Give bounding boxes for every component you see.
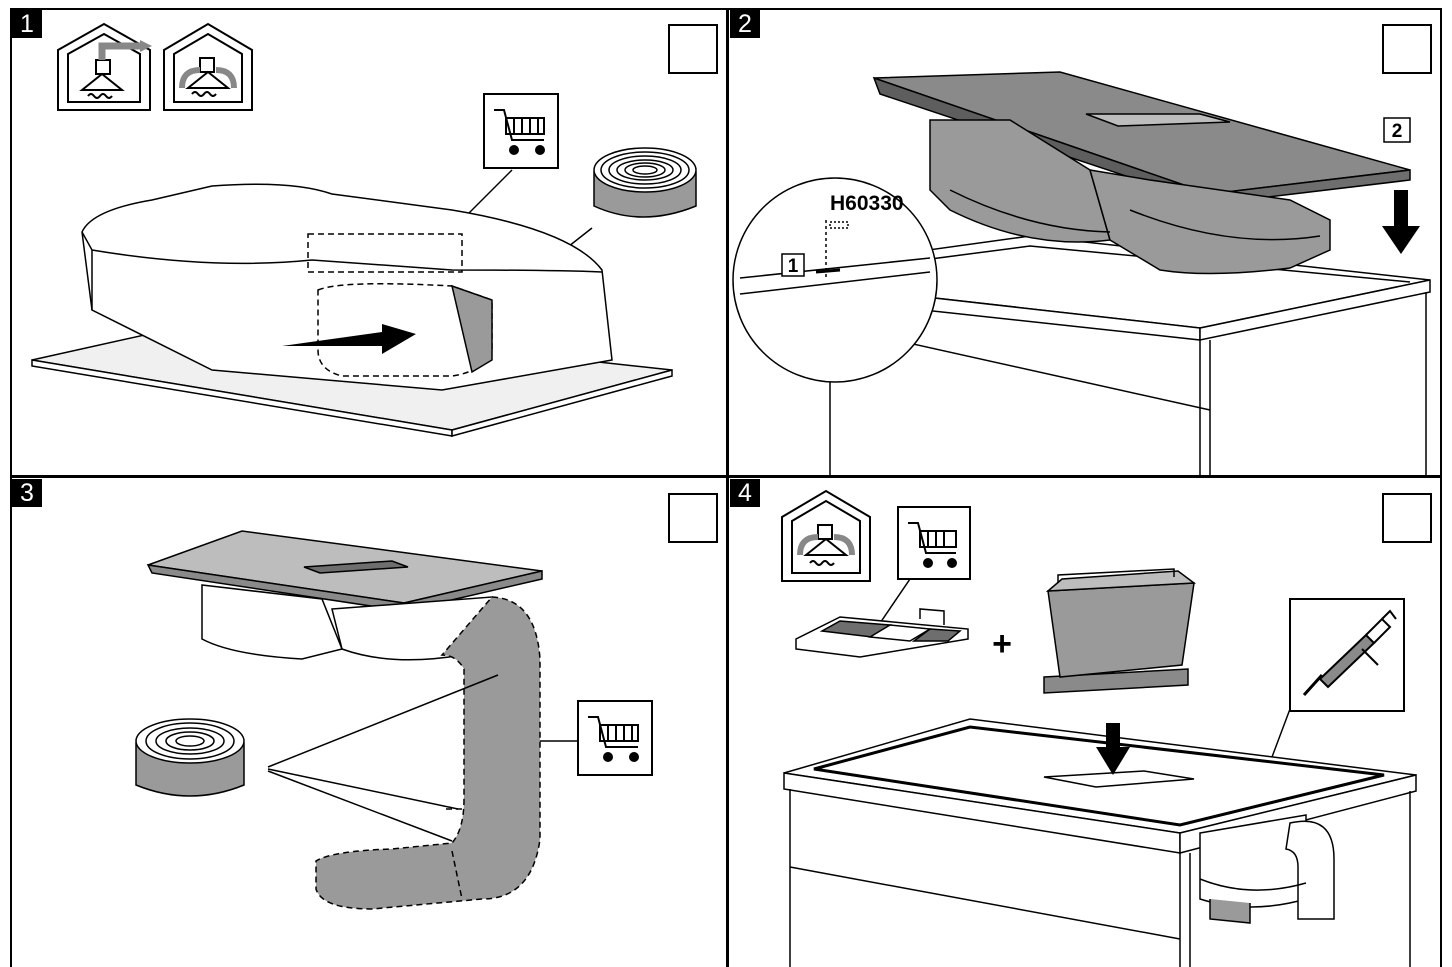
house-recirculation-icon	[781, 489, 871, 582]
frame-middle-vertical	[726, 8, 729, 967]
frame-middle-horizontal	[10, 475, 1442, 478]
step-3-illustration	[135, 530, 653, 910]
house-recirculation-icon	[163, 22, 253, 111]
flex-duct	[315, 596, 541, 910]
insert-filter-arrow	[1096, 723, 1130, 775]
step-4-panel: 4	[730, 479, 1440, 967]
frame-right	[1440, 8, 1442, 967]
step-3-checkbox[interactable]	[668, 493, 718, 543]
detail-magnifier	[732, 177, 938, 383]
caulking-gun-icon	[1289, 598, 1405, 712]
insert-arrow	[282, 324, 416, 354]
odour-filter-pad	[795, 608, 969, 658]
model-label: H60330	[830, 192, 904, 215]
frame-left	[10, 8, 12, 967]
step-2-panel: 2	[730, 10, 1440, 476]
step-number: 1	[12, 10, 42, 38]
sealing-tape-roll	[593, 147, 697, 218]
shopping-cart-icon	[483, 93, 559, 169]
callout-2-box	[1383, 117, 1411, 143]
under-hob-unit	[1199, 814, 1335, 924]
callout-1-box	[781, 253, 805, 277]
step-number: 4	[730, 479, 760, 507]
lower-arrow	[1382, 190, 1420, 254]
callout-1: 1	[788, 256, 799, 277]
step-1-checkbox[interactable]	[668, 24, 718, 74]
cooktop	[146, 530, 543, 661]
step-number: 2	[730, 10, 760, 38]
step-4-illustration: +	[781, 489, 1417, 967]
countertop	[783, 718, 1417, 967]
plus-sign: +	[992, 625, 1012, 663]
step-1-panel: 1	[12, 10, 726, 476]
shopping-cart-icon	[897, 506, 971, 580]
filter-module	[1043, 568, 1197, 694]
step-1-illustration	[31, 22, 697, 437]
step-3-panel: 3	[12, 479, 726, 967]
sealing-tape-roll	[135, 718, 245, 797]
step-number: 3	[12, 479, 42, 507]
callout-2: 2	[1392, 121, 1403, 142]
step-2-checkbox[interactable]	[1382, 24, 1432, 74]
house-exhaust-air-icon	[57, 22, 152, 111]
cooktop	[872, 71, 1411, 275]
duct-adapter	[307, 233, 493, 377]
step-4-checkbox[interactable]	[1382, 493, 1432, 543]
step-2-illustration: 1 H60330 2	[732, 71, 1431, 476]
shopping-cart-icon	[577, 700, 653, 776]
hob-unit	[31, 183, 673, 437]
